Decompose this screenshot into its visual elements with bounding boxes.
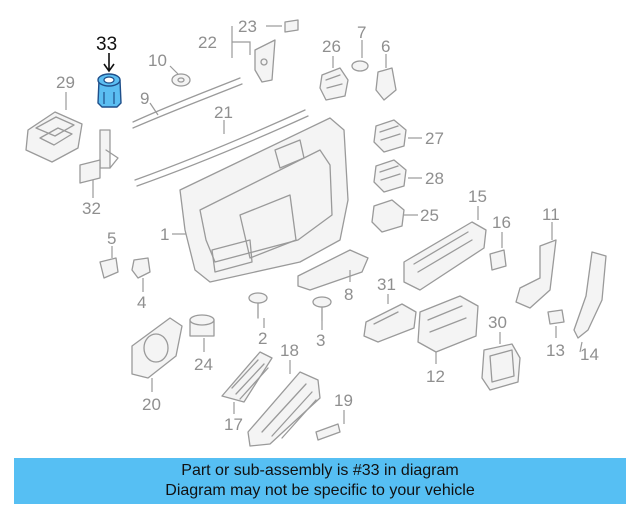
info-banner: Part or sub-assembly is #33 in diagram D… bbox=[14, 458, 626, 504]
callout-22: 22 bbox=[198, 33, 217, 52]
callout-9: 9 bbox=[140, 89, 149, 108]
part-12-housing[interactable] bbox=[417, 295, 479, 364]
callout-20: 20 bbox=[142, 395, 161, 414]
part-13-clip[interactable] bbox=[547, 309, 565, 338]
callout-4: 4 bbox=[137, 293, 146, 312]
callout-27: 27 bbox=[425, 129, 444, 148]
callout-18: 18 bbox=[280, 341, 299, 360]
callout-29: 29 bbox=[56, 73, 75, 92]
part-7-cap[interactable] bbox=[351, 40, 369, 72]
part-6-switch[interactable] bbox=[375, 54, 397, 101]
part-8-armrest[interactable] bbox=[297, 249, 369, 291]
callout-33: 33 bbox=[96, 34, 117, 55]
part-19-strip[interactable] bbox=[315, 410, 345, 441]
callout-16: 16 bbox=[492, 213, 511, 232]
part-4-grommet[interactable] bbox=[131, 257, 151, 292]
callout-31: 31 bbox=[377, 275, 396, 294]
banner-line-part-number: Part or sub-assembly is #33 in diagram bbox=[181, 462, 459, 479]
part-11-pull-handle[interactable] bbox=[515, 222, 557, 309]
callout-19: 19 bbox=[334, 391, 353, 410]
part-18-grille[interactable] bbox=[247, 360, 321, 447]
callout-11: 11 bbox=[542, 205, 560, 224]
part-23-screw[interactable] bbox=[266, 19, 299, 33]
part-22-bracket[interactable] bbox=[231, 26, 276, 83]
callout-1: 1 bbox=[160, 225, 169, 244]
part-10-grommet[interactable] bbox=[169, 65, 191, 87]
callout-7: 7 bbox=[357, 23, 366, 42]
callout-30: 30 bbox=[488, 313, 507, 332]
callout-3: 3 bbox=[316, 331, 325, 350]
callout-17: 17 bbox=[224, 415, 243, 434]
callout-26: 26 bbox=[322, 37, 341, 56]
exploded-parts-diagram: 33 29 32 10 9 21 22 23 26 7 6 27 28 25 1… bbox=[25, 17, 607, 447]
callout-24: 24 bbox=[194, 355, 213, 374]
callout-21: 21 bbox=[214, 103, 233, 122]
banner-line-disclaimer: Diagram may not be specific to your vehi… bbox=[165, 482, 475, 499]
callout-15: 15 bbox=[468, 187, 487, 206]
callout-2: 2 bbox=[258, 329, 267, 348]
part-17-grille[interactable] bbox=[221, 351, 273, 414]
part-20-speaker-cover[interactable] bbox=[131, 317, 183, 392]
part-25-switch[interactable] bbox=[371, 199, 418, 233]
part-27-switch[interactable] bbox=[373, 119, 422, 153]
callout-13: 13 bbox=[546, 341, 565, 360]
part-30-switch[interactable] bbox=[481, 332, 521, 391]
part-16-switch[interactable] bbox=[489, 232, 507, 271]
part-2-screw[interactable] bbox=[248, 292, 268, 328]
part-5-clip[interactable] bbox=[99, 246, 119, 279]
callout-14: 14 bbox=[580, 345, 599, 364]
part-14-trim[interactable] bbox=[573, 251, 607, 353]
callout-6: 6 bbox=[381, 37, 390, 56]
callout-12: 12 bbox=[426, 367, 445, 386]
callout-5: 5 bbox=[107, 229, 116, 248]
part-15-switch-panel[interactable] bbox=[403, 206, 487, 291]
callout-28: 28 bbox=[425, 169, 444, 188]
callout-8: 8 bbox=[344, 285, 353, 304]
part-24-cap[interactable] bbox=[189, 314, 215, 352]
part-29-switch-block[interactable] bbox=[25, 92, 83, 163]
callout-32: 32 bbox=[82, 199, 101, 218]
part-28-switch[interactable] bbox=[373, 159, 422, 193]
part-31-handle[interactable] bbox=[363, 294, 417, 343]
part-33-clip[interactable] bbox=[97, 53, 122, 108]
part-3-screw[interactable] bbox=[312, 296, 332, 330]
callout-23: 23 bbox=[238, 17, 257, 36]
part-32-post[interactable] bbox=[79, 129, 119, 198]
part-9-seal-strip[interactable] bbox=[132, 77, 243, 129]
callout-25: 25 bbox=[420, 206, 439, 225]
callout-10: 10 bbox=[148, 51, 167, 70]
part-1-door-panel[interactable] bbox=[172, 117, 349, 283]
part-21-belt-strip[interactable] bbox=[134, 109, 309, 187]
part-26-switch[interactable] bbox=[319, 56, 349, 101]
